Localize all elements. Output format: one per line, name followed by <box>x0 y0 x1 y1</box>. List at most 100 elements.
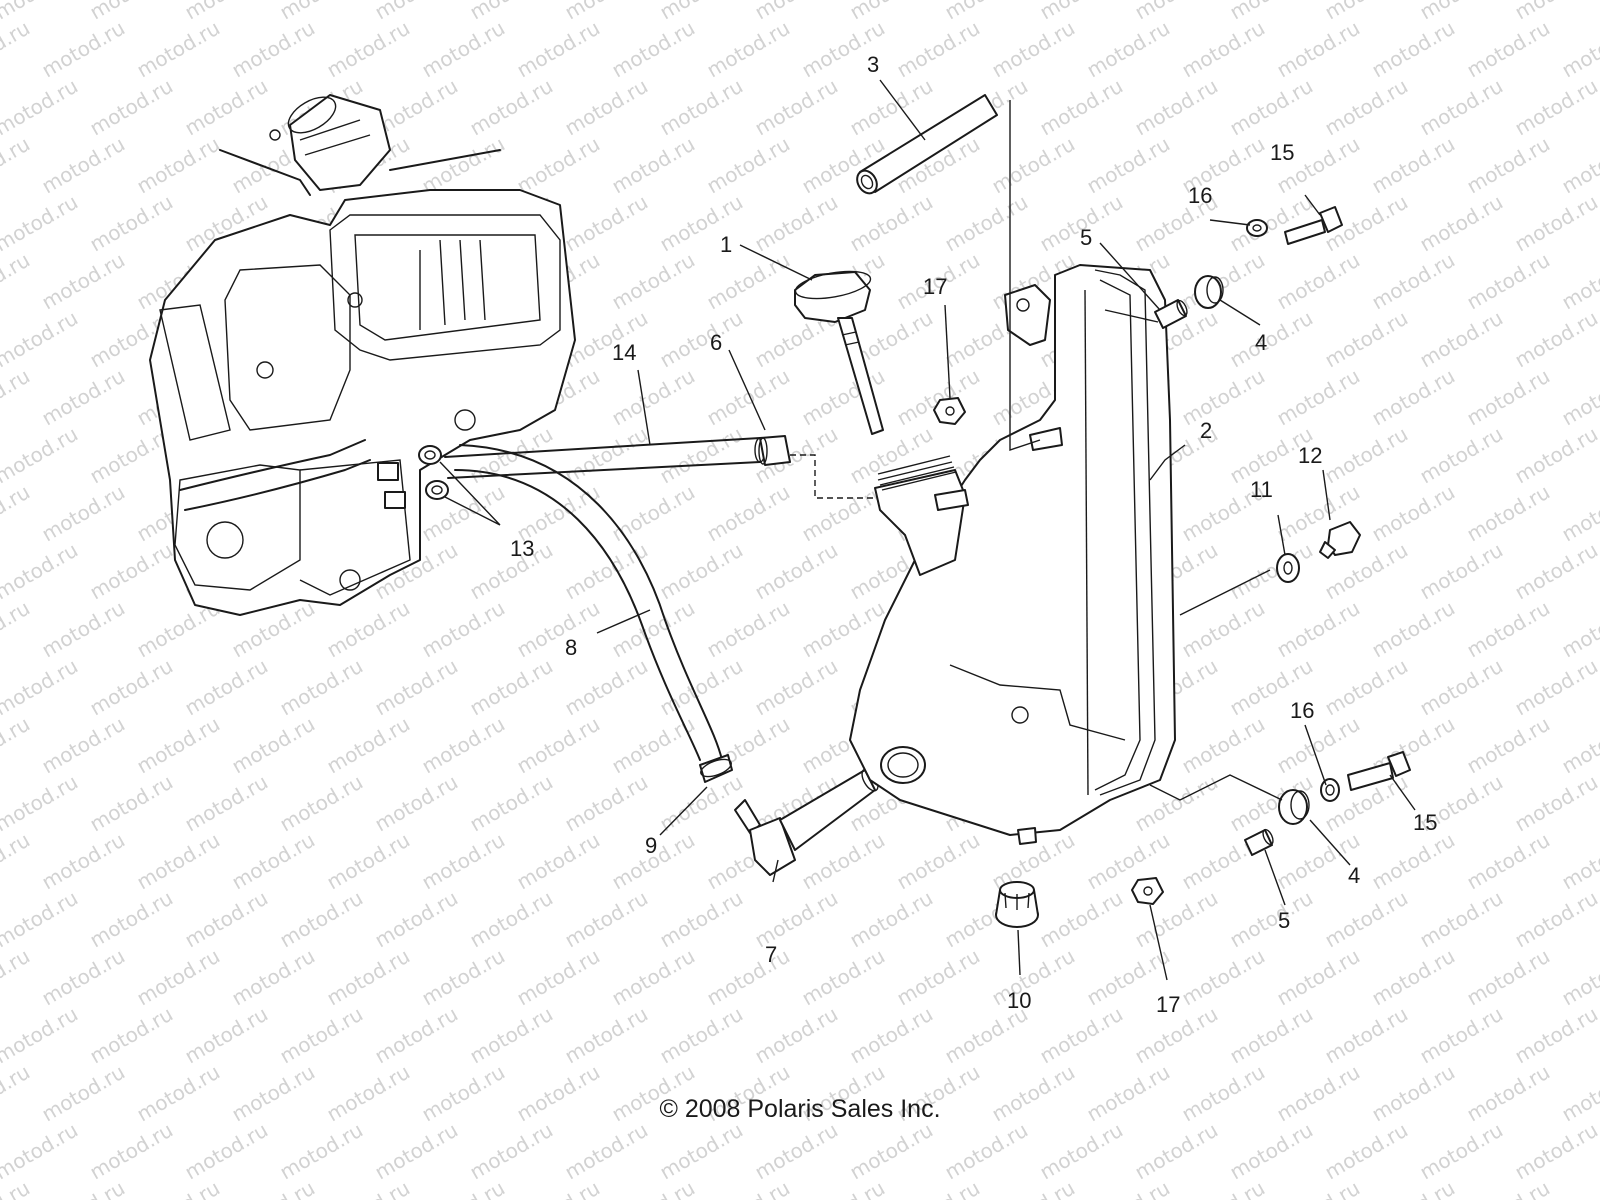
watermark-text: motod.ru <box>0 538 82 605</box>
watermark-text: motod.ru <box>276 654 367 721</box>
watermark-text: motod.ru <box>513 596 604 663</box>
watermark-text: motod.ru <box>0 248 34 315</box>
watermark-text: motod.ru <box>1511 1118 1600 1185</box>
watermark-text: motod.ru <box>1511 1002 1600 1069</box>
watermark-text: motod.ru <box>38 712 129 779</box>
watermark-text: motod.ru <box>703 1176 794 1200</box>
washer-16-top <box>1246 219 1268 237</box>
watermark-text: motod.ru <box>656 306 747 373</box>
nut-17-bottom <box>1131 877 1164 905</box>
watermark-text: motod.ru <box>0 596 34 663</box>
watermark-text: motod.ru <box>893 16 984 83</box>
watermark-text: motod.ru <box>1321 886 1412 953</box>
watermark-text: motod.ru <box>1273 364 1364 431</box>
watermark-text: motod.ru <box>656 654 747 721</box>
watermark-text: motod.ru <box>0 1002 82 1069</box>
watermark-text: motod.ru <box>1273 944 1364 1011</box>
watermark-text: motod.ru <box>1511 74 1600 141</box>
watermark-text: motod.ru <box>1558 1176 1600 1200</box>
watermark-text: motod.ru <box>1558 828 1600 895</box>
watermark-text: motod.ru <box>1511 190 1600 257</box>
watermark-text: motod.ru <box>0 422 82 489</box>
watermark-text: motod.ru <box>1368 1176 1459 1200</box>
watermark-text: motod.ru <box>561 422 652 489</box>
watermark-text: motod.ru <box>418 712 509 779</box>
watermark-text: motod.ru <box>1036 1002 1127 1069</box>
watermark-text: motod.ru <box>1463 1176 1554 1200</box>
watermark-text: motod.ru <box>181 654 272 721</box>
callout-17-bottom: 17 <box>1156 992 1180 1017</box>
watermark-text: motod.ru <box>1416 1002 1507 1069</box>
watermark-text: motod.ru <box>1558 364 1600 431</box>
callout-7: 7 <box>765 942 777 967</box>
watermark-text: motod.ru <box>1273 596 1364 663</box>
watermark-text: motod.ru <box>988 944 1079 1011</box>
watermark-text: motod.ru <box>276 886 367 953</box>
watermark-text: motod.ru <box>1226 306 1317 373</box>
watermark-text: motod.ru <box>561 0 652 24</box>
callout-4-bottom: 4 <box>1348 863 1360 888</box>
watermark-text: motod.ru <box>1226 74 1317 141</box>
watermark-text: motod.ru <box>323 1176 414 1200</box>
watermark-text: motod.ru <box>656 886 747 953</box>
watermark-text: motod.ru <box>418 596 509 663</box>
watermark-text: motod.ru <box>133 132 224 199</box>
watermark-text: motod.ru <box>656 74 747 141</box>
oil-tank-2 <box>849 264 1176 845</box>
watermark-text: motod.ru <box>276 770 367 837</box>
watermark-text: motod.ru <box>561 1118 652 1185</box>
watermark-text: motod.ru <box>561 538 652 605</box>
watermark-text: motod.ru <box>276 1002 367 1069</box>
watermark-text: motod.ru <box>1178 944 1269 1011</box>
watermark-text: motod.ru <box>86 770 177 837</box>
watermark-text: motod.ru <box>1416 538 1507 605</box>
watermark-text: motod.ru <box>608 248 699 315</box>
watermark-text: motod.ru <box>751 74 842 141</box>
watermark-text: motod.ru <box>988 1176 1079 1200</box>
watermark-text: motod.ru <box>561 74 652 141</box>
watermark-text: motod.ru <box>608 16 699 83</box>
watermark-text: motod.ru <box>1463 16 1554 83</box>
watermark-text: motod.ru <box>1273 248 1364 315</box>
watermark-text: motod.ru <box>1511 0 1600 24</box>
watermark-text: motod.ru <box>0 654 82 721</box>
watermark-text: motod.ru <box>1368 480 1459 547</box>
watermark-text: motod.ru <box>1463 248 1554 315</box>
grommet-4-bottom <box>1278 789 1310 825</box>
callout-16-bottom: 16 <box>1290 698 1314 723</box>
watermark-text: motod.ru <box>86 74 177 141</box>
watermark-text: motod.ru <box>1131 1118 1222 1185</box>
watermark-text: motod.ru <box>751 538 842 605</box>
watermark-text: motod.ru <box>561 654 652 721</box>
clamp-6 <box>758 435 791 466</box>
watermark-text: motod.ru <box>608 712 699 779</box>
watermark-text: motod.ru <box>466 1118 557 1185</box>
copyright-notice: © 2008 Polaris Sales Inc. <box>659 1095 941 1123</box>
watermark-text: motod.ru <box>38 16 129 83</box>
watermark-text: motod.ru <box>181 1002 272 1069</box>
watermark-text: motod.ru <box>1463 712 1554 779</box>
watermark-text: motod.ru <box>1321 306 1412 373</box>
callout-labels: 1 2 3 4 4 5 5 6 7 8 9 10 11 12 13 14 15 … <box>510 52 1437 1017</box>
watermark-text: motod.ru <box>38 480 129 547</box>
watermark-text: motod.ru <box>1511 886 1600 953</box>
watermark-text: motod.ru <box>371 770 462 837</box>
watermark-text: motod.ru <box>1226 538 1317 605</box>
watermark-text: motod.ru <box>323 944 414 1011</box>
watermark-text: motod.ru <box>466 1002 557 1069</box>
watermark-text: motod.ru <box>703 16 794 83</box>
watermark-text: motod.ru <box>608 132 699 199</box>
watermark-text: motod.ru <box>0 770 82 837</box>
watermark-text: motod.ru <box>1463 132 1554 199</box>
watermark-text: motod.ru <box>371 1002 462 1069</box>
watermark-text: motod.ru <box>656 1002 747 1069</box>
watermark-text: motod.ru <box>941 190 1032 257</box>
callout-3: 3 <box>867 52 879 77</box>
watermark-text: motod.ru <box>1083 1176 1174 1200</box>
watermark-text: motod.ru <box>1178 596 1269 663</box>
watermark-text: motod.ru <box>846 1118 937 1185</box>
watermark-text: motod.ru <box>893 944 984 1011</box>
watermark-text: motod.ru <box>1178 248 1269 315</box>
watermark-text: motod.ru <box>1511 538 1600 605</box>
watermark-text: motod.ru <box>276 0 367 24</box>
